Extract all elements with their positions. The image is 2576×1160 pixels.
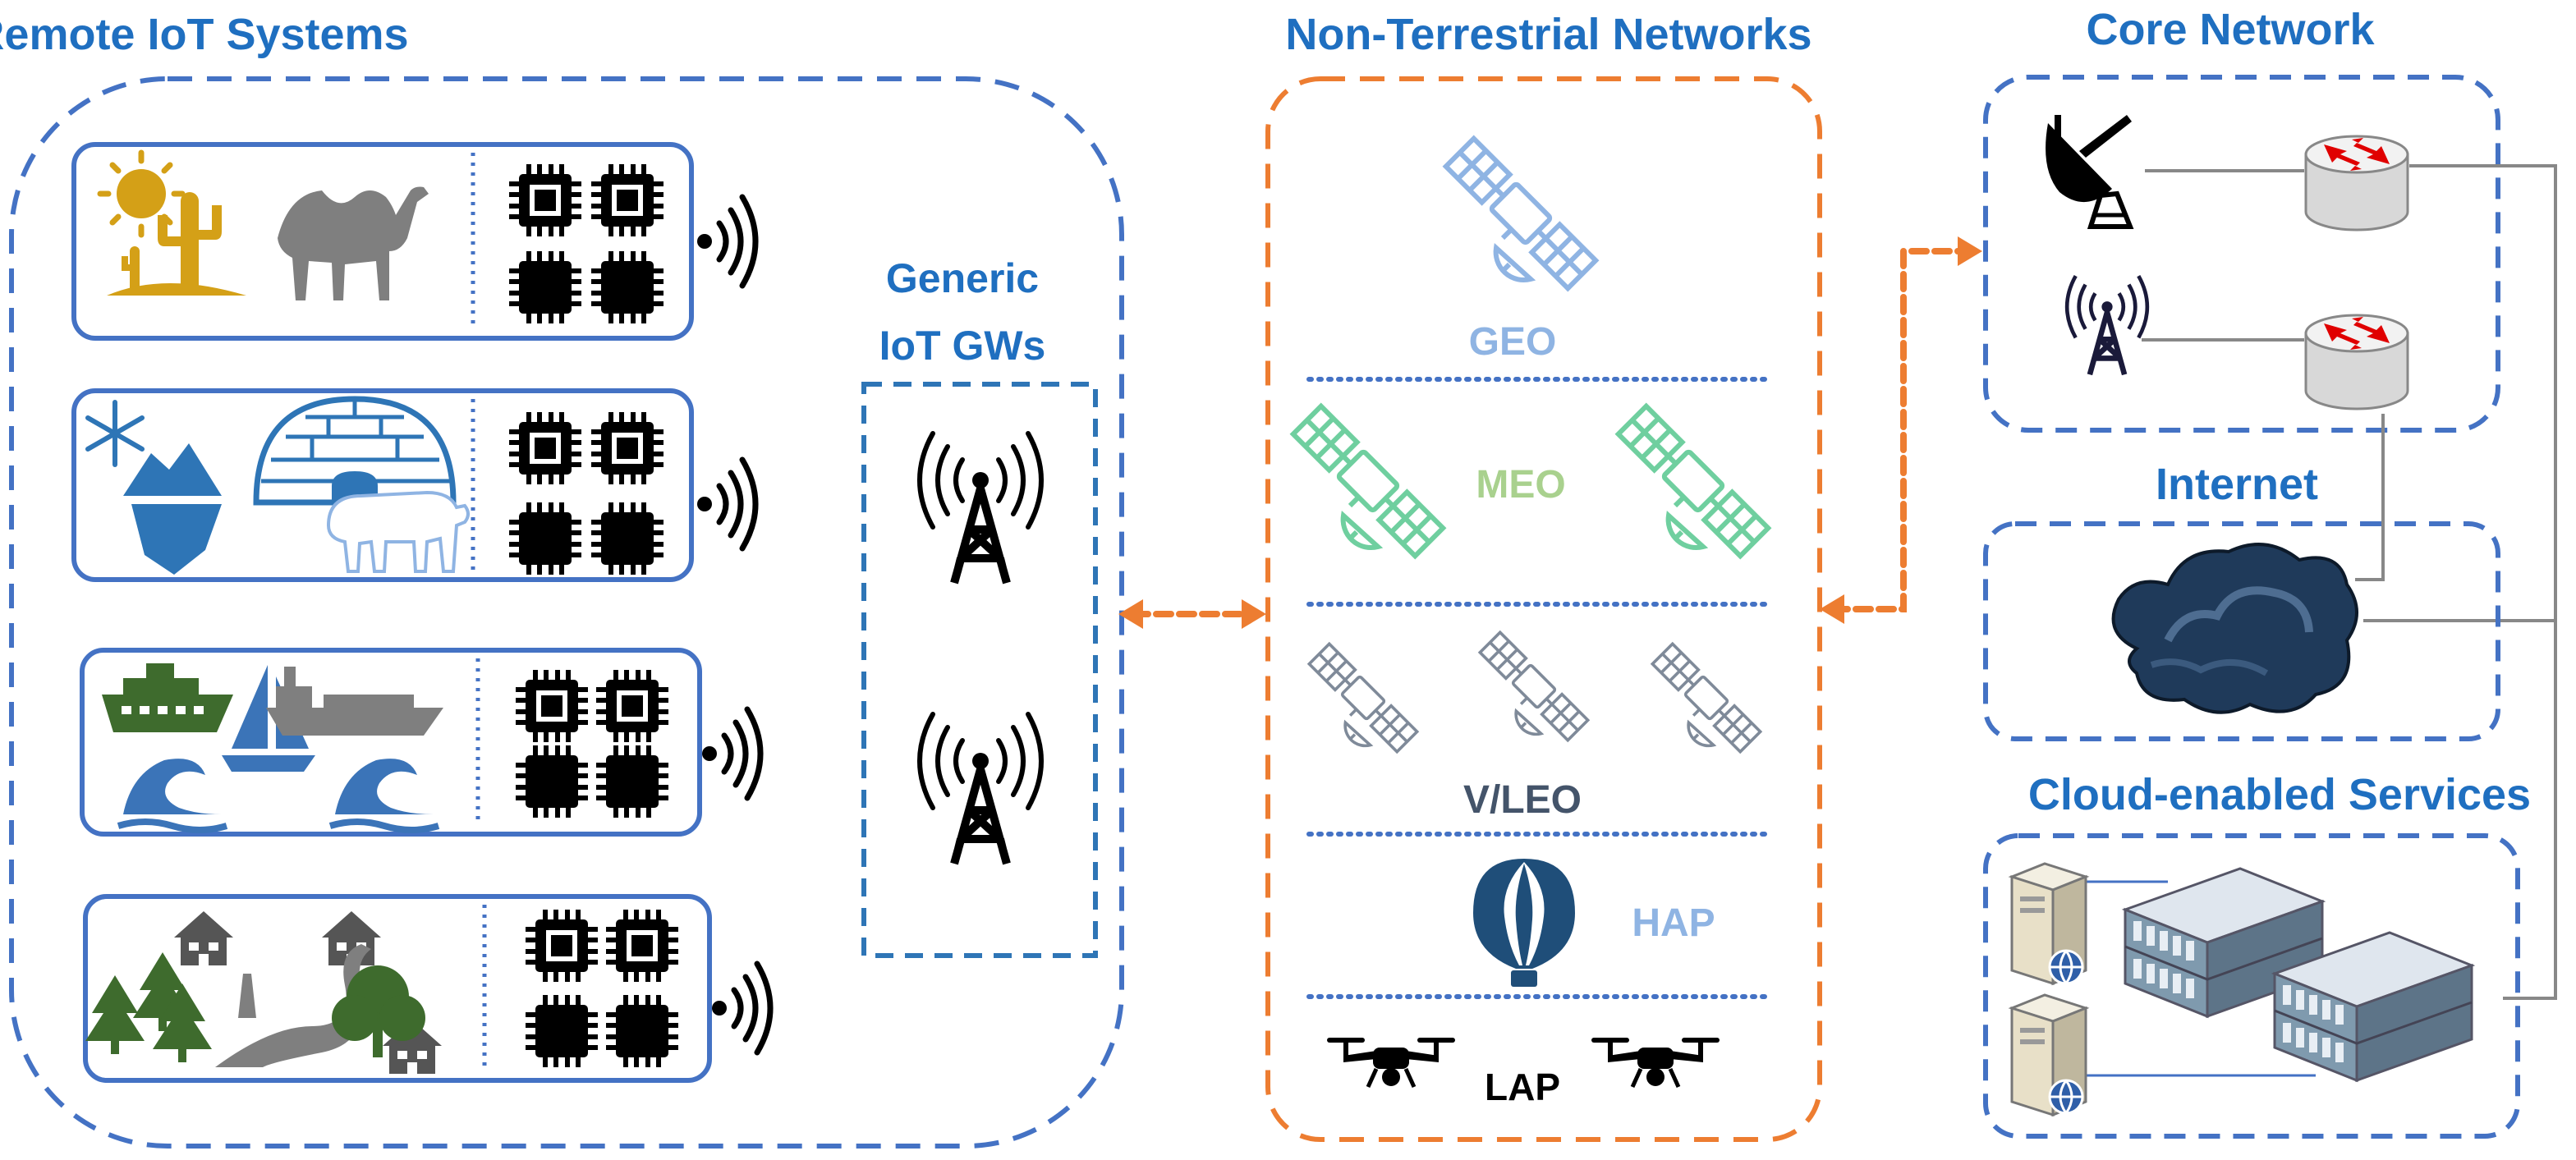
globe-icon — [2048, 949, 2084, 986]
core-links — [2142, 164, 2557, 1000]
internet-boundary — [1983, 521, 2500, 741]
router-icon — [2304, 314, 2409, 410]
router-icon — [2304, 135, 2409, 232]
maritime-iot-card — [80, 648, 760, 837]
cloud-services-title: Cloud-enabled Services — [2028, 770, 2531, 819]
wireless-signal-icon — [712, 964, 770, 1052]
polar-iot-card — [71, 388, 755, 582]
gateways-title-line2: IoT GWs — [879, 323, 1046, 369]
remote-iot-title: Remote IoT Systems — [0, 10, 409, 59]
cactus-icon — [107, 192, 246, 296]
meo-satellite-icon — [1619, 406, 1768, 556]
tree-icon — [332, 965, 425, 1057]
link-arrowheads — [1118, 236, 1982, 629]
lap-label: LAP — [1485, 1066, 1560, 1108]
hap-label: HAP — [1632, 901, 1715, 945]
meo-satellite-icon — [1293, 406, 1443, 556]
drone-icon — [1327, 1038, 1455, 1087]
sun-icon — [97, 149, 186, 238]
ntn-title: Non-Terrestrial Networks — [1285, 10, 1811, 59]
core-network-boundary — [1983, 75, 2500, 433]
ntn-core-link — [1830, 248, 1972, 612]
vleo-satellite-icon — [1478, 630, 1590, 742]
cell-tower-icon — [920, 433, 1041, 583]
balloon-icon — [1473, 859, 1575, 987]
rural-iot-card — [83, 894, 770, 1083]
cloud-services-section: Cloud-enabled Services — [1983, 770, 2531, 1139]
iot-gateways-group: Generic IoT GWs — [861, 255, 1098, 958]
meo-label: MEO — [1476, 463, 1565, 507]
wireless-signal-icon — [702, 709, 760, 798]
ntn-links — [1130, 248, 1972, 617]
globe-icon — [2048, 1079, 2084, 1116]
tree-icon — [238, 974, 256, 1018]
cell-tower-icon — [920, 714, 1041, 864]
cruise-ship-icon — [102, 663, 233, 732]
gateways-boundary — [861, 382, 1098, 958]
internet-section: Internet — [1983, 460, 2500, 741]
iceberg-icon — [123, 443, 222, 575]
geo-label: GEO — [1469, 320, 1557, 364]
cloud-icon — [2111, 543, 2358, 714]
ntn-section: Non-Terrestrial Networks GEO MEO V/LEO H… — [1265, 10, 1822, 1142]
internet-title: Internet — [2156, 460, 2318, 509]
polar-bear-icon — [326, 490, 470, 573]
vleo-satellite-icon — [1307, 642, 1419, 754]
vleo-satellite-icon — [1651, 642, 1762, 754]
wireless-signal-icon — [697, 460, 755, 548]
geo-satellite-icon — [1446, 139, 1596, 288]
core-cell-tower-icon — [2064, 274, 2150, 376]
road-icon — [215, 944, 371, 1067]
vleo-label: V/LEO — [1463, 778, 1582, 822]
cloud-services-boundary — [1983, 833, 2520, 1139]
cargo-ship-icon — [266, 667, 443, 736]
igloo-icon — [253, 396, 457, 506]
core-network-title: Core Network — [2086, 5, 2375, 54]
desert-iot-card — [71, 142, 755, 341]
core-network-section: Core Network — [1983, 5, 2557, 1000]
drone-icon — [1591, 1038, 1720, 1087]
snowflake-icon — [85, 400, 145, 467]
server-links — [2084, 880, 2316, 1077]
satellite-dish-icon — [2046, 115, 2134, 229]
camel-icon — [278, 186, 429, 300]
remote-iot-section: Remote IoT Systems — [0, 10, 1124, 1149]
wireless-signal-icon — [697, 197, 755, 286]
gateways-title-line1: Generic — [886, 255, 1039, 301]
